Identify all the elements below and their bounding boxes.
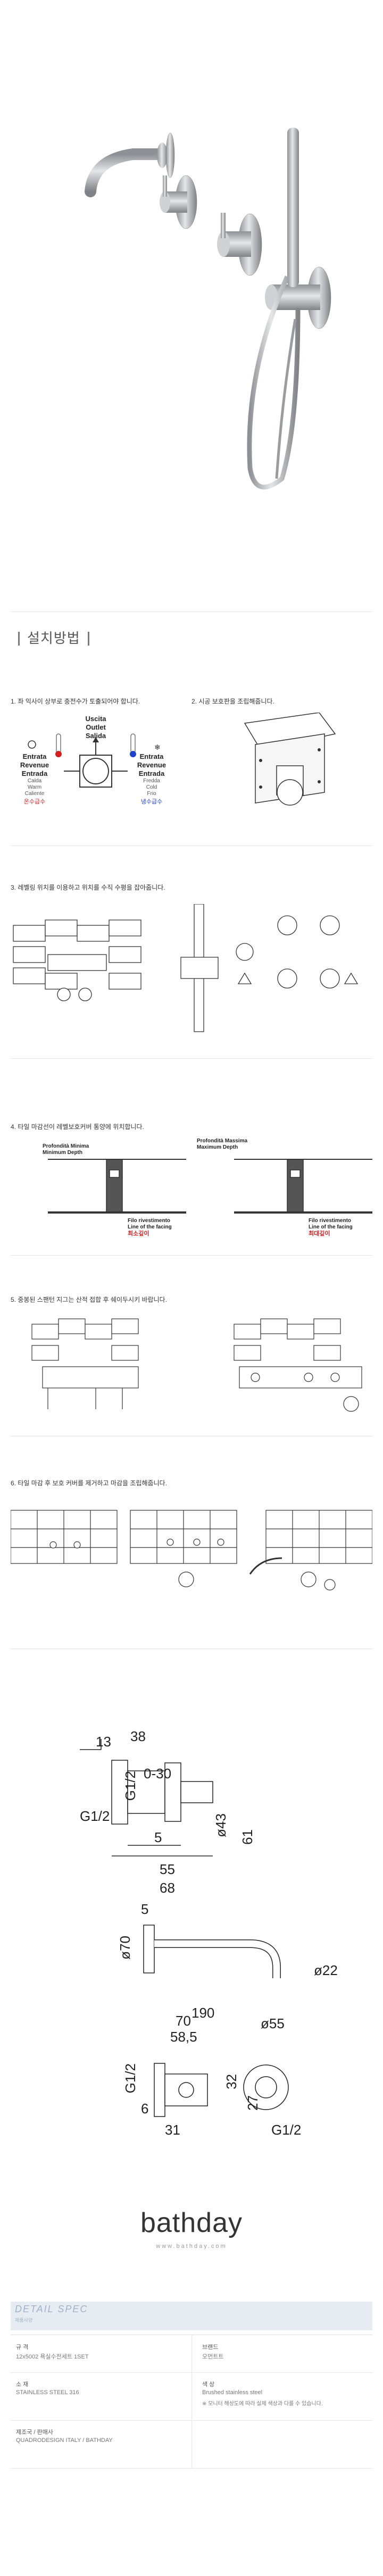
spec-table: 규 격 12x5002 욕실수전세트 1SET 브랜드 오먼트트 소 재 STA…	[11, 2335, 372, 2479]
shower-outlet-technical-drawing	[154, 2063, 289, 2117]
dim-13: 13	[96, 1734, 111, 1750]
divider	[11, 1058, 372, 1059]
product-hero-image	[0, 0, 383, 532]
dimension-drawing-mixer	[80, 1718, 303, 1898]
dim-g12-c: G1/2	[122, 2063, 138, 2094]
dim-55b: ø55	[261, 2015, 285, 2031]
mixer-connection-diagram: ❄	[28, 733, 161, 788]
mixer-technical-drawing	[80, 1739, 213, 1856]
dim-spout-5: 5	[141, 1901, 149, 1917]
step-6-diagram	[10, 1500, 373, 1606]
dim-31: 31	[165, 2122, 180, 2138]
dim-61: 61	[239, 1829, 255, 1845]
dim-43: ø43	[213, 1813, 229, 1837]
step-1-text: 1. 좌 익사이 상부로 충전수가 토출되어야 합니다.	[11, 698, 140, 705]
dim-68: 68	[160, 1880, 175, 1896]
step-2-text: 2. 시공 보호판을 조립해줍니다.	[192, 698, 274, 705]
protection-plate-diagram	[244, 712, 336, 806]
step-6-text: 6. 타일 마감 후 보호 커버를 제거하고 마감을 조립해줍니다.	[11, 1479, 167, 1487]
faucet-set-illustration	[85, 128, 331, 490]
dim-6: 6	[141, 2101, 149, 2117]
min-depth-label: Profondità Minima Minimum Depth	[43, 1143, 89, 1156]
step-5-text: 5. 중봉된 스팬턴 지그는 산적 접합 후 쉐이두시키 바랍니다.	[11, 1296, 167, 1303]
step-4-diagram	[11, 1143, 372, 1223]
dim-g12-b: G1/2	[122, 1771, 138, 1801]
depth-diagram	[48, 1159, 372, 1214]
dim-190: 190	[192, 2005, 215, 2021]
title-bar-left	[18, 632, 20, 646]
bathday-logo: bathday	[140, 2207, 243, 2238]
dim-70b: 70	[176, 2013, 191, 2029]
dim-22: ø22	[314, 1962, 338, 1978]
spec-subtitle: 제품사양	[15, 2318, 33, 2323]
dim-32: 32	[223, 2074, 239, 2089]
dim-g12-a: G1/2	[80, 1808, 110, 1824]
dim-5: 5	[154, 1829, 162, 1845]
dim-58-5: 58,5	[170, 2029, 197, 2045]
dim-27: 27	[245, 2095, 261, 2111]
logo-url: www.bathday.com	[156, 2243, 227, 2249]
title-bar-right	[87, 632, 89, 646]
outlet-label: Uscita Outlet Salida	[85, 715, 106, 740]
section-title: 설치방법	[11, 628, 97, 647]
dimension-drawing-shower	[144, 2037, 319, 2143]
svg-text:❄: ❄	[154, 743, 161, 751]
finishing-diagram	[10, 1510, 373, 1591]
dim-55: 55	[160, 1861, 175, 1877]
step-5-diagram	[11, 1314, 372, 1420]
tiling-diagram	[31, 1318, 362, 1412]
max-depth-label: Profondità Massima Maximum Depth	[197, 1138, 248, 1150]
min-facing-label: Filo rivestimento Line of the facing 최소깊…	[128, 1218, 172, 1237]
step-4-text: 4. 타일 마감선이 레벨보호커버 통양에 위치합니다.	[11, 1123, 144, 1131]
spec-row: 제조국 / 판매사 QUADRODESIGN ITALY / BATHDAY	[11, 2420, 372, 2469]
step-1-diagram: ❄	[11, 713, 186, 819]
leveling-diagram	[13, 904, 359, 1032]
max-facing-label: Filo rivestimento Line of the facing 최대깊…	[309, 1218, 353, 1237]
divider	[11, 1255, 372, 1256]
dimension-drawing-spout	[122, 1914, 314, 1989]
step-2-diagram	[229, 712, 346, 824]
dim-38: 38	[130, 1728, 146, 1744]
hot-inlet-label: Entrata Revenue Entrada Calda Warm Calie…	[20, 752, 49, 805]
step-3-text: 3. 레벨링 위치를 이용하고 위치를 수직 수평을 잡아줍니다.	[11, 884, 165, 891]
dim-70: ø70	[117, 1936, 133, 1960]
spec-header	[11, 2302, 372, 2330]
cold-inlet-label: Entrata Revenue Entrada Fredda Cold Frio…	[137, 752, 166, 805]
dim-g12-d: G1/2	[271, 2122, 302, 2138]
step-3-diagram	[11, 904, 372, 1037]
spout-technical-drawing	[143, 1925, 281, 1978]
dim-0-30: 0-30	[144, 1766, 172, 1782]
spec-title: DETAIL SPEC	[15, 2304, 88, 2314]
